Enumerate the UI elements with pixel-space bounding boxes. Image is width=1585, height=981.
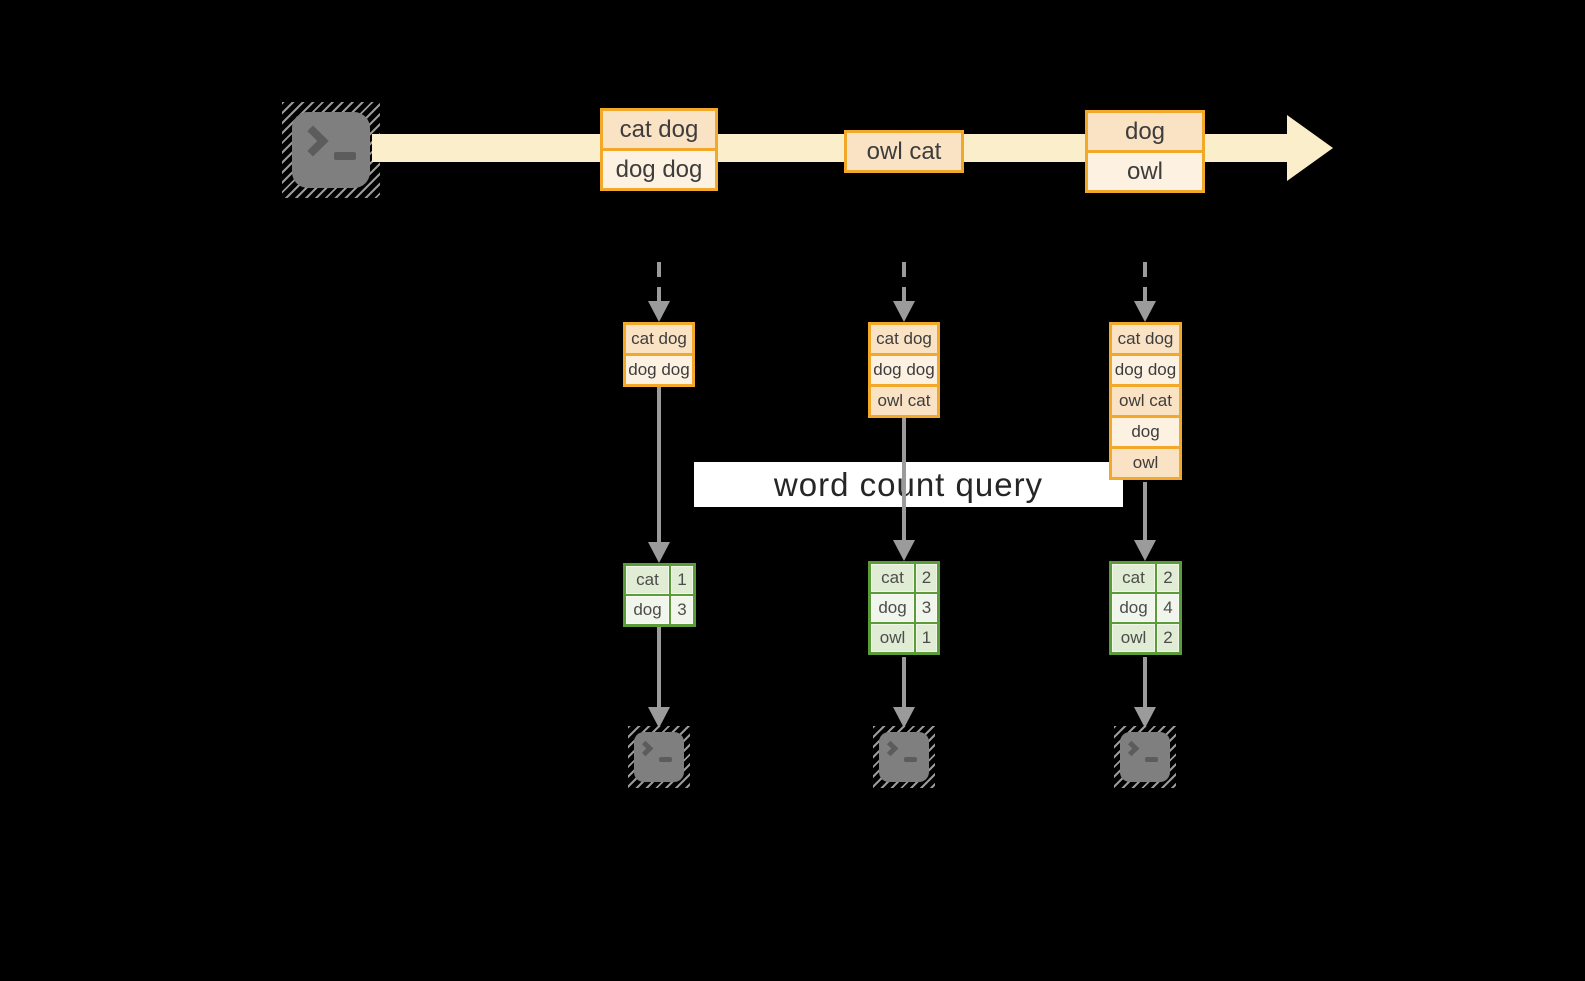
terminal-icon xyxy=(1114,726,1176,788)
stream-event-line: owl xyxy=(1088,150,1202,190)
stream-event-line: dog dog xyxy=(603,148,715,188)
arrowhead-icon xyxy=(893,707,915,728)
stream-arrowhead-icon xyxy=(1287,115,1333,181)
event-arrival-arrow xyxy=(1143,262,1147,302)
terminal-icon-body xyxy=(634,732,684,782)
buffered-event: dog dog xyxy=(626,353,692,384)
prompt-underscore-icon xyxy=(1145,757,1158,762)
terminal-icon xyxy=(628,726,690,788)
count-cell: 3 xyxy=(671,596,693,624)
word-cell: cat xyxy=(626,566,671,594)
stream-event-box: cat dog dog dog xyxy=(600,108,718,191)
prompt-chevron-icon xyxy=(882,740,899,757)
output-arrow xyxy=(1143,657,1147,708)
arrowhead-icon xyxy=(648,542,670,563)
count-cell: 4 xyxy=(1157,594,1179,622)
terminal-icon-body xyxy=(292,112,370,188)
word-cell: dog xyxy=(626,596,671,624)
query-label: word count query xyxy=(773,465,1044,503)
terminal-icon-body xyxy=(879,732,929,782)
word-cell: cat xyxy=(871,564,916,592)
table-row: owl 1 xyxy=(871,622,937,652)
count-cell: 2 xyxy=(1157,564,1179,592)
buffered-events-box: cat dog dog dog xyxy=(623,322,695,387)
table-row: dog 4 xyxy=(1112,592,1179,622)
buffered-event: dog dog xyxy=(1112,353,1179,384)
count-cell: 2 xyxy=(916,564,937,592)
stream-event-box: owl cat xyxy=(844,130,964,173)
word-count-table: cat 2 dog 3 owl 1 xyxy=(868,561,940,655)
event-arrival-arrow xyxy=(657,262,661,302)
terminal-icon xyxy=(873,726,935,788)
buffered-events-box: cat dog dog dog owl cat dog owl xyxy=(1109,322,1182,480)
event-arrival-arrow xyxy=(902,262,906,302)
table-row: owl 2 xyxy=(1112,622,1179,652)
buffered-events-box: cat dog dog dog owl cat xyxy=(868,322,940,418)
arrowhead-icon xyxy=(1134,301,1156,322)
buffered-event: cat dog xyxy=(871,325,937,353)
prompt-chevron-icon xyxy=(637,740,654,757)
word-cell: dog xyxy=(1112,594,1157,622)
arrowhead-icon xyxy=(1134,707,1156,728)
output-arrow xyxy=(902,657,906,708)
buffered-event: dog xyxy=(1112,415,1179,446)
count-cell: 1 xyxy=(671,566,693,594)
output-arrow xyxy=(657,627,661,708)
prompt-underscore-icon xyxy=(904,757,917,762)
stream-event-box: dog owl xyxy=(1085,110,1205,193)
count-cell: 1 xyxy=(916,624,937,652)
query-flow-arrow xyxy=(1143,482,1147,541)
prompt-underscore-icon xyxy=(334,152,356,160)
buffered-event: owl cat xyxy=(871,384,937,415)
buffered-event: dog dog xyxy=(871,353,937,384)
table-row: cat 1 xyxy=(626,566,693,594)
arrowhead-icon xyxy=(648,301,670,322)
terminal-icon xyxy=(282,102,380,198)
terminal-icon-body xyxy=(1120,732,1170,782)
stream-event-line: owl cat xyxy=(847,133,961,170)
table-row: dog 3 xyxy=(626,594,693,624)
buffered-event: owl cat xyxy=(1112,384,1179,415)
count-cell: 3 xyxy=(916,594,937,622)
word-cell: dog xyxy=(871,594,916,622)
prompt-chevron-icon xyxy=(297,125,329,157)
arrowhead-icon xyxy=(1134,540,1156,561)
stream-event-line: dog xyxy=(1088,113,1202,150)
arrowhead-icon xyxy=(648,707,670,728)
table-row: dog 3 xyxy=(871,592,937,622)
word-count-table: cat 1 dog 3 xyxy=(623,563,696,627)
query-label-band: word count query xyxy=(694,462,1123,507)
table-row: cat 2 xyxy=(1112,564,1179,592)
arrowhead-icon xyxy=(893,301,915,322)
query-flow-arrow xyxy=(902,418,906,541)
word-count-table: cat 2 dog 4 owl 2 xyxy=(1109,561,1182,655)
buffered-event: cat dog xyxy=(1112,325,1179,353)
table-row: cat 2 xyxy=(871,564,937,592)
prompt-underscore-icon xyxy=(659,757,672,762)
word-cell: owl xyxy=(1112,624,1157,652)
prompt-chevron-icon xyxy=(1123,740,1140,757)
arrowhead-icon xyxy=(893,540,915,561)
count-cell: 2 xyxy=(1157,624,1179,652)
query-flow-arrow xyxy=(657,387,661,543)
buffered-event: cat dog xyxy=(626,325,692,353)
word-cell: owl xyxy=(871,624,916,652)
word-cell: cat xyxy=(1112,564,1157,592)
buffered-event: owl xyxy=(1112,446,1179,477)
stream-event-line: cat dog xyxy=(603,111,715,148)
